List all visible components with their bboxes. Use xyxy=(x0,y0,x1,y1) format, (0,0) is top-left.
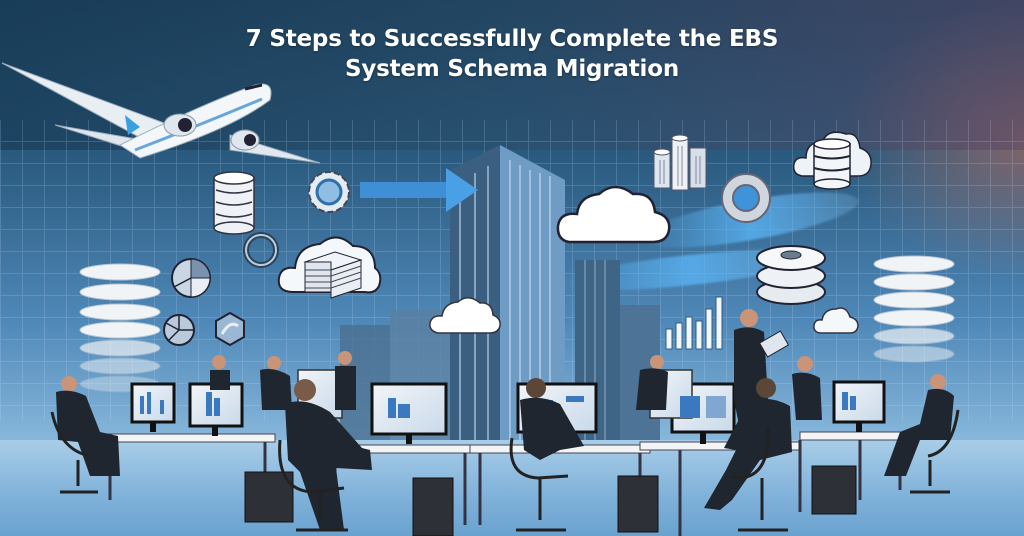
cloud-icon xyxy=(556,185,671,244)
server-stack-icon xyxy=(653,134,707,191)
pie-chart-icon xyxy=(171,258,211,298)
gear-icon xyxy=(308,171,350,213)
monitor xyxy=(297,369,693,419)
bar-chart-icon xyxy=(665,296,723,350)
cloud-database-icon xyxy=(792,131,872,190)
title-line-2: System Schema Migration xyxy=(344,56,680,82)
database-icon xyxy=(213,171,255,235)
ring-icon xyxy=(721,173,771,223)
cloud-icon xyxy=(429,297,501,334)
banner-title: 7 Steps to Successfully Complete the EBS… xyxy=(0,24,1024,84)
monitor xyxy=(130,382,176,432)
pie-chart-icon xyxy=(163,314,195,346)
server-tower-right xyxy=(873,255,955,363)
ring-icon xyxy=(243,232,279,268)
analytics-badge-icon xyxy=(215,312,245,346)
database-disk-icon xyxy=(756,245,826,305)
airplane-icon xyxy=(1,62,321,164)
cloud-server-icon xyxy=(277,236,382,299)
title-line-1: 7 Steps to Successfully Complete the EBS xyxy=(245,26,779,52)
arrow-right-icon xyxy=(360,168,478,212)
office-workstations xyxy=(50,309,960,536)
cloud-icon xyxy=(813,307,859,334)
server-tower-left xyxy=(79,263,161,393)
monitor xyxy=(832,380,886,432)
